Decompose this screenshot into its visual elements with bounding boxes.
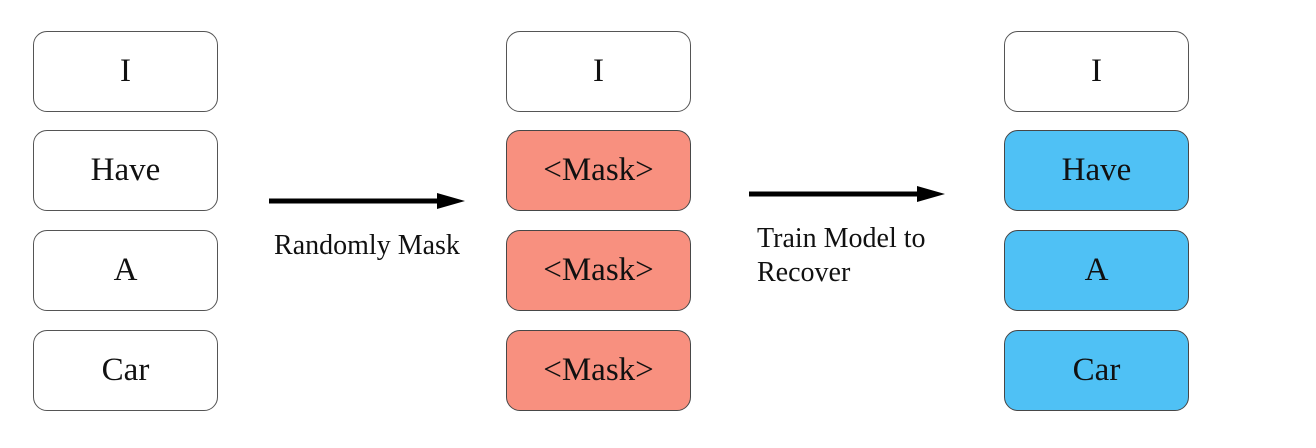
token-label: <Mask> bbox=[543, 352, 654, 388]
token-label: I bbox=[1091, 53, 1102, 89]
randomly-mask-label-text: Randomly Mask bbox=[274, 230, 460, 261]
masked-token-2: <Mask> bbox=[506, 230, 691, 311]
output-token-car: Car bbox=[1004, 330, 1189, 411]
train-recover-label-line2: Recover bbox=[757, 257, 851, 288]
input-token-i: I bbox=[33, 31, 218, 112]
token-label: A bbox=[113, 252, 138, 288]
token-label: Have bbox=[90, 152, 161, 188]
token-label: A bbox=[1084, 252, 1109, 288]
masked-token-i: I bbox=[506, 31, 691, 112]
token-label: Car bbox=[1072, 352, 1121, 388]
input-token-a: A bbox=[33, 230, 218, 311]
output-token-have: Have bbox=[1004, 130, 1189, 211]
train-recover-label: Train Model to Recover bbox=[757, 222, 926, 290]
token-label: Car bbox=[101, 352, 150, 388]
masked-token-3: <Mask> bbox=[506, 330, 691, 411]
randomly-mask-label: Randomly Mask bbox=[267, 229, 467, 263]
token-label: <Mask> bbox=[543, 152, 654, 188]
output-token-i: I bbox=[1004, 31, 1189, 112]
train-recover-label-line1: Train Model to bbox=[757, 223, 926, 254]
input-token-car: Car bbox=[33, 330, 218, 411]
output-token-a: A bbox=[1004, 230, 1189, 311]
token-label: <Mask> bbox=[543, 252, 654, 288]
input-token-have: Have bbox=[33, 130, 218, 211]
token-label: I bbox=[120, 53, 131, 89]
token-label: Have bbox=[1061, 152, 1132, 188]
randomly-mask-arrow-icon bbox=[269, 193, 465, 209]
masked-token-1: <Mask> bbox=[506, 130, 691, 211]
train-recover-arrow-icon bbox=[749, 186, 945, 202]
token-label: I bbox=[593, 53, 604, 89]
